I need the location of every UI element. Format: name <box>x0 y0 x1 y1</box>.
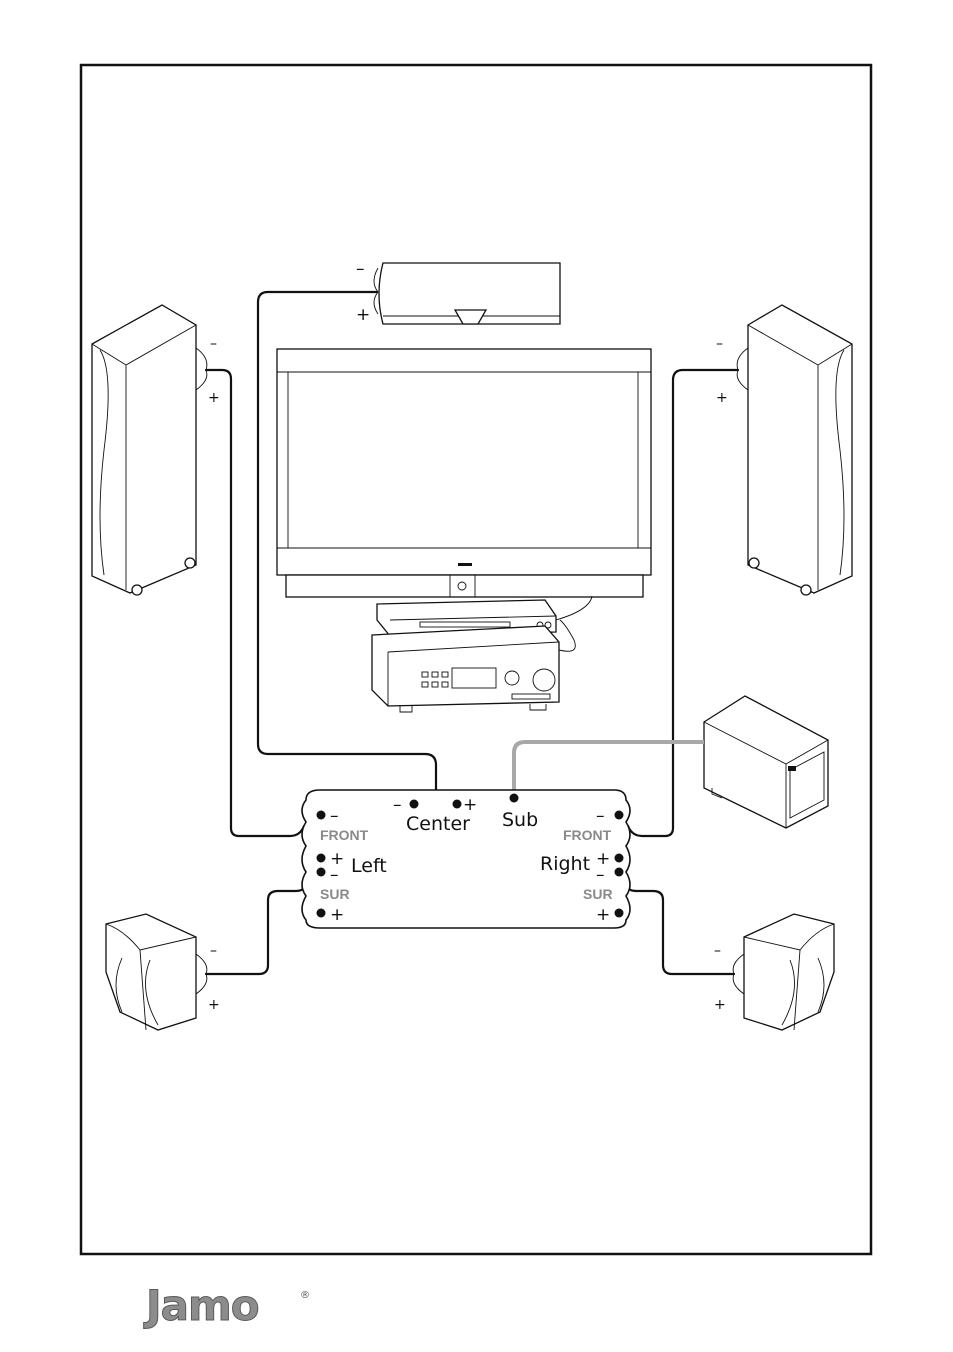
television <box>277 349 651 597</box>
registered-mark: ® <box>300 1290 310 1301</box>
terminal-front-left-plus <box>317 854 326 863</box>
right-terminal-minus: – <box>596 865 605 885</box>
wire-surround-right <box>626 884 734 974</box>
front-left-speaker-minus: – <box>210 336 217 352</box>
left-terminal-minus: – <box>330 865 339 885</box>
front-left-label: FRONT <box>320 827 369 843</box>
surround-left-speaker-plus: + <box>208 997 220 1013</box>
surround-left-speaker-minus: – <box>210 943 217 959</box>
center-speaker <box>379 263 560 324</box>
sur-right-terminal-plus: + <box>596 905 610 925</box>
center-speaker-plus: + <box>356 305 370 325</box>
terminal-center-plus <box>453 800 462 809</box>
center-label: Center <box>406 813 470 835</box>
wire-surround-left <box>206 884 306 974</box>
surround-right-speaker-plus: + <box>714 997 726 1013</box>
left-label: Left <box>351 855 387 877</box>
surround-right-speaker <box>744 914 834 1030</box>
subwoofer <box>704 696 828 828</box>
jamo-logo-text: Jamo <box>143 1281 259 1330</box>
surround-left-speaker <box>106 914 196 1030</box>
sub-label: Sub <box>502 809 538 831</box>
terminal-center-minus <box>410 800 419 809</box>
terminal-sur-left-plus <box>317 909 326 918</box>
center-terminal-plus: + <box>463 795 477 815</box>
center-speaker-minus: – <box>356 259 365 279</box>
front-left-speaker <box>92 305 196 595</box>
terminal-sub <box>510 794 519 803</box>
front-right-label: FRONT <box>563 827 612 843</box>
jamo-logo: Jamo ® <box>143 1281 310 1330</box>
av-receiver-device <box>372 620 575 712</box>
sur-left-label: SUR <box>320 886 350 902</box>
terminal-sur-left-minus <box>317 868 326 877</box>
wire-sub <box>514 742 704 796</box>
front-right-speaker <box>748 305 852 595</box>
terminal-front-right-minus <box>615 811 624 820</box>
front-left-speaker-plus: + <box>208 390 220 406</box>
terminal-front-left-minus <box>317 811 326 820</box>
terminal-front-right-plus <box>615 854 624 863</box>
front-right-terminal-minus: – <box>596 806 605 826</box>
sur-right-label: SUR <box>583 886 613 902</box>
right-label: Right <box>540 853 590 875</box>
front-right-speaker-plus: + <box>716 390 728 406</box>
terminal-sur-right-plus <box>615 909 624 918</box>
front-left-terminal-minus: – <box>330 806 339 826</box>
surround-right-speaker-minus: – <box>714 943 721 959</box>
center-terminal-minus: – <box>393 795 402 815</box>
front-right-speaker-minus: – <box>716 336 723 352</box>
terminal-sur-right-minus <box>615 868 624 877</box>
sur-left-terminal-plus: + <box>330 905 344 925</box>
